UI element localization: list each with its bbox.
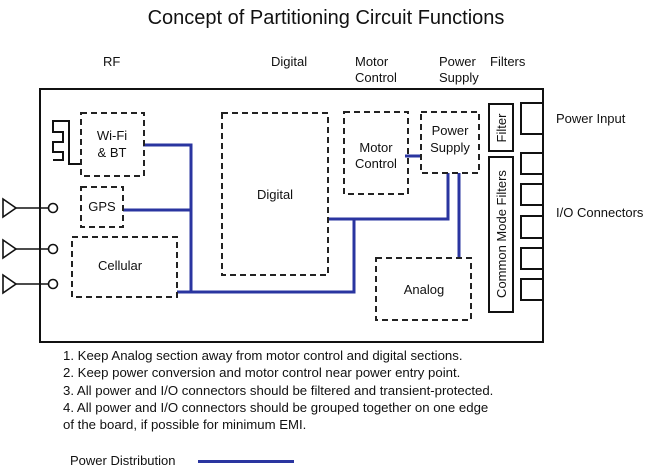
block-wifi-bt: Wi-Fi & BT — [80, 112, 145, 177]
connector-power-input — [520, 102, 544, 135]
block-power-supply: Power Supply — [420, 111, 480, 174]
filter-label: Filter — [494, 113, 509, 143]
wifi-bt-label-2: & BT — [98, 145, 127, 160]
connector-io-5 — [520, 278, 544, 301]
connector-io-4 — [520, 247, 544, 270]
antenna-cellular-2-icon — [2, 273, 59, 295]
digital-label: Digital — [257, 187, 293, 202]
power-supply-label-1: Power — [432, 123, 470, 138]
note-3: 3. All power and I/O connectors should b… — [63, 382, 494, 398]
block-motor-control: Motor Control — [343, 111, 409, 195]
block-analog: Analog — [375, 257, 472, 321]
header-power-supply-1: Power — [439, 54, 477, 69]
header-rf: RF — [103, 54, 120, 69]
header-motor-control-2: Control — [355, 70, 397, 85]
cellular-label: Cellular — [98, 258, 143, 273]
note-2: 2. Keep power conversion and motor contr… — [63, 365, 461, 381]
note-4: 4. All power and I/O connectors should b… — [63, 399, 489, 415]
note-4-continued: of the board, if possible for minimum EM… — [63, 417, 307, 433]
legend-label: Power Distribution — [70, 453, 176, 468]
diagram-title: Concept of Partitioning Circuit Function… — [148, 7, 505, 29]
header-power-supply-2: Supply — [439, 70, 479, 85]
power-input-label: Power Input — [556, 111, 626, 126]
antenna-cellular-1-icon — [2, 238, 59, 260]
connector-io-2 — [520, 183, 544, 206]
design-notes: 1. Keep Analog section away from motor c… — [63, 347, 493, 433]
pcb-antenna-icon — [52, 120, 81, 165]
wifi-bt-label-1: Wi-Fi — [97, 128, 127, 143]
power-line-cellular — [177, 219, 356, 294]
motor-control-label-1: Motor — [359, 140, 393, 155]
block-cellular: Cellular — [71, 236, 178, 298]
block-digital: Digital — [221, 112, 329, 276]
power-supply-label-2: Supply — [430, 140, 470, 155]
motor-control-label-2: Control — [355, 156, 397, 171]
block-filter: Filter — [488, 103, 514, 152]
gps-label: GPS — [88, 199, 116, 214]
connector-io-1 — [520, 152, 544, 175]
power-line-digital — [328, 173, 450, 221]
analog-label: Analog — [404, 282, 444, 297]
block-gps: GPS — [80, 186, 124, 228]
note-1: 1. Keep Analog section away from motor c… — [63, 348, 463, 363]
header-motor-control-1: Motor — [355, 54, 389, 69]
power-distribution-lines — [123, 143, 461, 294]
header-digital: Digital — [271, 54, 307, 69]
block-common-mode-filters: Common Mode Filters — [488, 156, 514, 313]
io-connectors-label: I/O Connectors — [556, 205, 644, 220]
common-mode-filters-label: Common Mode Filters — [494, 170, 509, 298]
connectors — [520, 102, 544, 301]
antenna-gps-icon — [2, 197, 59, 219]
header-filters: Filters — [490, 54, 526, 69]
legend-power-line — [198, 460, 294, 463]
connector-io-3 — [520, 215, 544, 239]
power-line-wifi — [143, 143, 193, 292]
